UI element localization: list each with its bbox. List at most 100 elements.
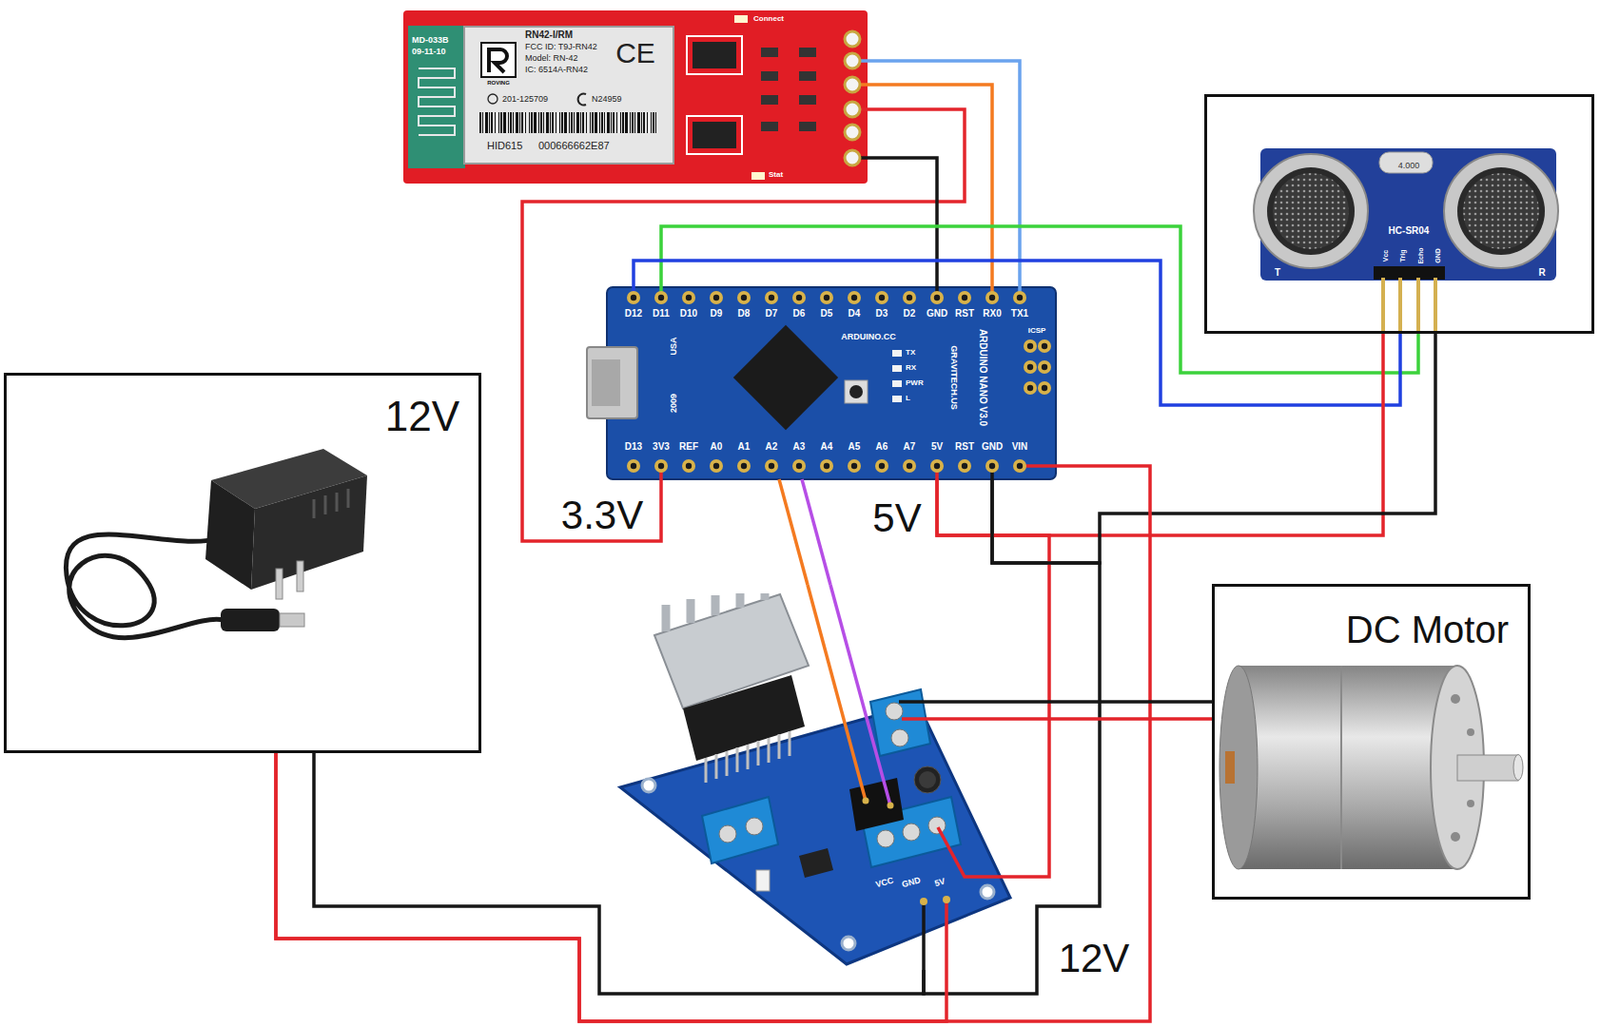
header-pin <box>709 291 723 305</box>
wire <box>801 479 831 586</box>
pin-label: A6 <box>876 441 889 453</box>
pin-label: GND <box>1434 248 1443 264</box>
panel-title: 12V <box>385 392 460 442</box>
board-marking: 09-11-10 <box>411 46 447 57</box>
chip-outline <box>686 36 742 75</box>
reset-button <box>849 385 863 399</box>
wire <box>992 333 1436 564</box>
board-marking: USA <box>668 336 679 355</box>
header-pin <box>792 459 806 473</box>
gearbox-seam <box>1340 665 1343 870</box>
board-marking: N24959 <box>591 94 623 104</box>
header-pin <box>847 459 861 473</box>
board-marking: 201-125709 <box>502 94 548 104</box>
header-pin <box>1013 459 1027 473</box>
board-marking: Connect <box>753 14 784 23</box>
adapter-cable <box>65 534 224 639</box>
header-pin <box>682 459 696 473</box>
wire-end <box>942 896 951 904</box>
header-pin <box>985 459 999 473</box>
wire-stub <box>807 585 1015 971</box>
header-pin <box>1023 381 1037 395</box>
pin-label: D3 <box>876 308 889 320</box>
pin-label: D11 <box>652 308 670 320</box>
wire-stub <box>633 287 1056 480</box>
wire <box>522 109 965 542</box>
board-marking: ARDUINO NANO V3.0 <box>976 329 989 427</box>
pin-label: RST <box>955 441 975 453</box>
cert-mark <box>578 94 586 106</box>
sensor-pin <box>1433 277 1438 334</box>
pin-label: 3V3 <box>652 441 670 453</box>
crystal <box>1379 152 1433 174</box>
board-marking: HID615 <box>487 139 523 153</box>
pin-label: A7 <box>903 441 917 453</box>
adapter-prong <box>275 568 283 600</box>
wire <box>923 479 1100 995</box>
header-pin <box>737 459 751 473</box>
wire <box>867 84 993 288</box>
header-pin <box>930 291 944 305</box>
motor-shaft <box>1457 755 1519 781</box>
pin-label: A0 <box>710 441 723 453</box>
wire-end <box>862 798 952 907</box>
smd-parts <box>799 71 817 81</box>
bluetooth-module-art <box>403 10 868 184</box>
board-marking: R <box>1538 267 1545 279</box>
chip-outline <box>686 116 742 155</box>
gearbox-screw <box>1450 694 1461 704</box>
wire-stub <box>921 901 926 971</box>
adapter-vent <box>324 495 328 515</box>
pin-label: Echo <box>1417 247 1425 264</box>
pin-label: D2 <box>903 308 917 320</box>
wire-stub <box>944 899 949 971</box>
wire <box>275 466 1151 1022</box>
antenna-area <box>408 25 466 169</box>
sensor-pin <box>1383 277 1436 334</box>
adapter-vent <box>347 488 351 508</box>
transducer <box>1457 167 1545 255</box>
motor-terminal <box>1225 751 1235 784</box>
module-shield <box>464 26 674 164</box>
header-pin <box>875 459 889 473</box>
power-adapter-art <box>65 448 368 639</box>
board-marking: TX <box>905 348 916 357</box>
motor-driver-board: VCCGND5V <box>613 585 1015 971</box>
terminal-screw <box>719 825 737 843</box>
transducer <box>1443 154 1559 269</box>
transducer <box>1253 154 1368 269</box>
terminal-screw <box>902 823 920 841</box>
module-pin <box>844 53 860 69</box>
motor-shaft <box>1513 755 1523 781</box>
header-pin <box>654 291 668 305</box>
pin-header <box>849 778 904 832</box>
header-pin <box>709 459 723 473</box>
pin-label: REF <box>679 441 699 453</box>
wire <box>1014 700 1212 704</box>
module-board <box>403 10 868 184</box>
wire-stub <box>807 585 866 801</box>
header-pin <box>737 291 751 305</box>
header-pin <box>847 291 861 305</box>
pin-label: A1 <box>738 441 751 453</box>
pin-label: D7 <box>765 308 779 320</box>
antenna-trace <box>418 68 455 136</box>
header-pin <box>682 291 696 305</box>
pin-label: VIN <box>1012 441 1029 453</box>
pin-label: D8 <box>738 308 751 320</box>
header-pin <box>985 291 999 305</box>
pin-label: A2 <box>765 441 779 453</box>
header-pin <box>1023 360 1037 374</box>
wire-stub <box>901 717 1015 722</box>
motor-body <box>1238 665 1458 870</box>
pin-label: D13 <box>624 441 643 453</box>
jumper <box>756 870 770 892</box>
module-pin <box>844 31 860 47</box>
chip <box>692 121 737 149</box>
wire-end <box>862 798 870 805</box>
board-marking: Model: RN-42 <box>525 53 579 63</box>
barcode <box>479 112 657 134</box>
gearbox-screw <box>1466 800 1475 808</box>
